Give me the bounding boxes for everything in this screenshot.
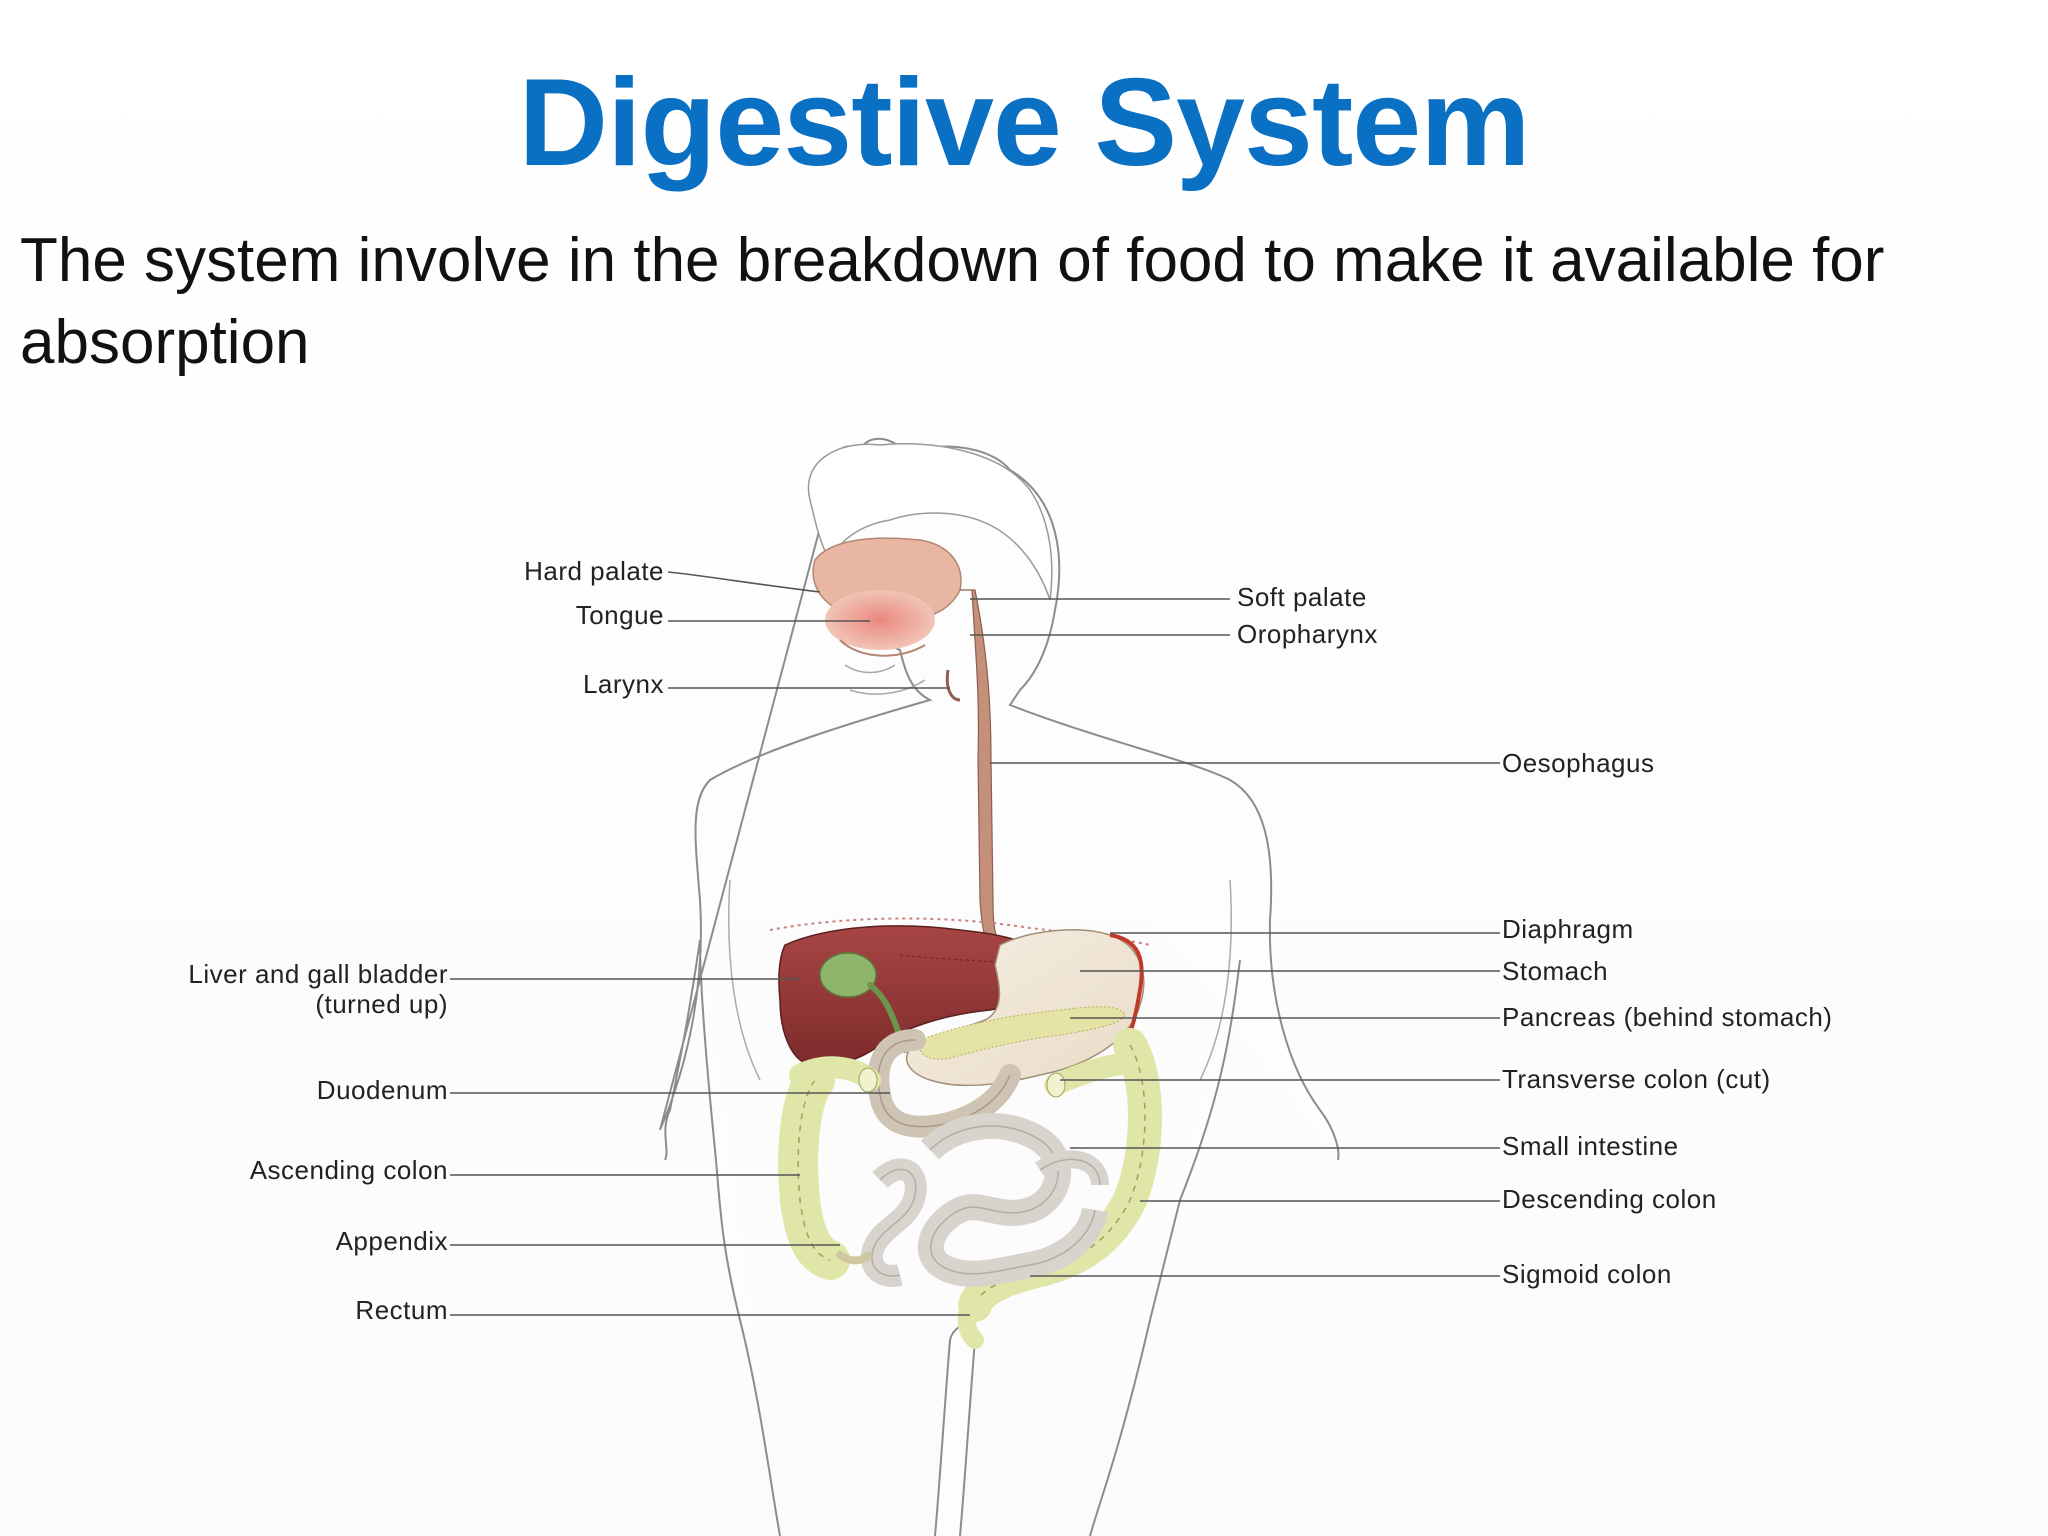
- label-tongue: Tongue: [576, 600, 664, 630]
- label-pancreas: Pancreas (behind stomach): [1502, 1002, 1832, 1032]
- hair-shape: [807, 443, 1053, 601]
- leader-lines-left: [450, 571, 970, 1316]
- label-stomach: Stomach: [1502, 956, 1608, 986]
- label-oesophagus: Oesophagus: [1502, 748, 1654, 778]
- label-descending-colon: Descending colon: [1502, 1184, 1717, 1214]
- label-larynx: Larynx: [583, 669, 664, 699]
- label-hard-palate: Hard palate: [524, 556, 664, 586]
- label-sigmoid-colon: Sigmoid colon: [1502, 1259, 1672, 1289]
- label-oropharynx: Oropharynx: [1237, 619, 1378, 649]
- label-small-intestine: Small intestine: [1502, 1131, 1679, 1161]
- small-intestine-shape: [860, 1113, 1109, 1287]
- pancreas-shape: [918, 1006, 1126, 1060]
- label-liver-gall-bladder: Liver and gall bladder: [188, 959, 448, 989]
- label-appendix: Appendix: [336, 1226, 448, 1256]
- rectum-shape: [957, 1291, 984, 1349]
- slide-title: Digestive System: [518, 54, 1531, 192]
- label-liver-turned-up: (turned up): [315, 989, 448, 1019]
- leader-lines-right: [970, 598, 1500, 1277]
- label-soft-palate: Soft palate: [1237, 582, 1367, 612]
- label-rectum: Rectum: [355, 1295, 448, 1325]
- label-duodenum: Duodenum: [317, 1075, 448, 1105]
- slide-subtitle: The system involve in the breakdown of f…: [20, 226, 1885, 377]
- label-diaphragm: Diaphragm: [1502, 914, 1634, 944]
- label-ascending-colon: Ascending colon: [250, 1155, 448, 1185]
- appendix-shape: [836, 1251, 872, 1265]
- label-transverse-colon: Transverse colon (cut): [1502, 1064, 1771, 1094]
- head-cavity: [812, 537, 962, 695]
